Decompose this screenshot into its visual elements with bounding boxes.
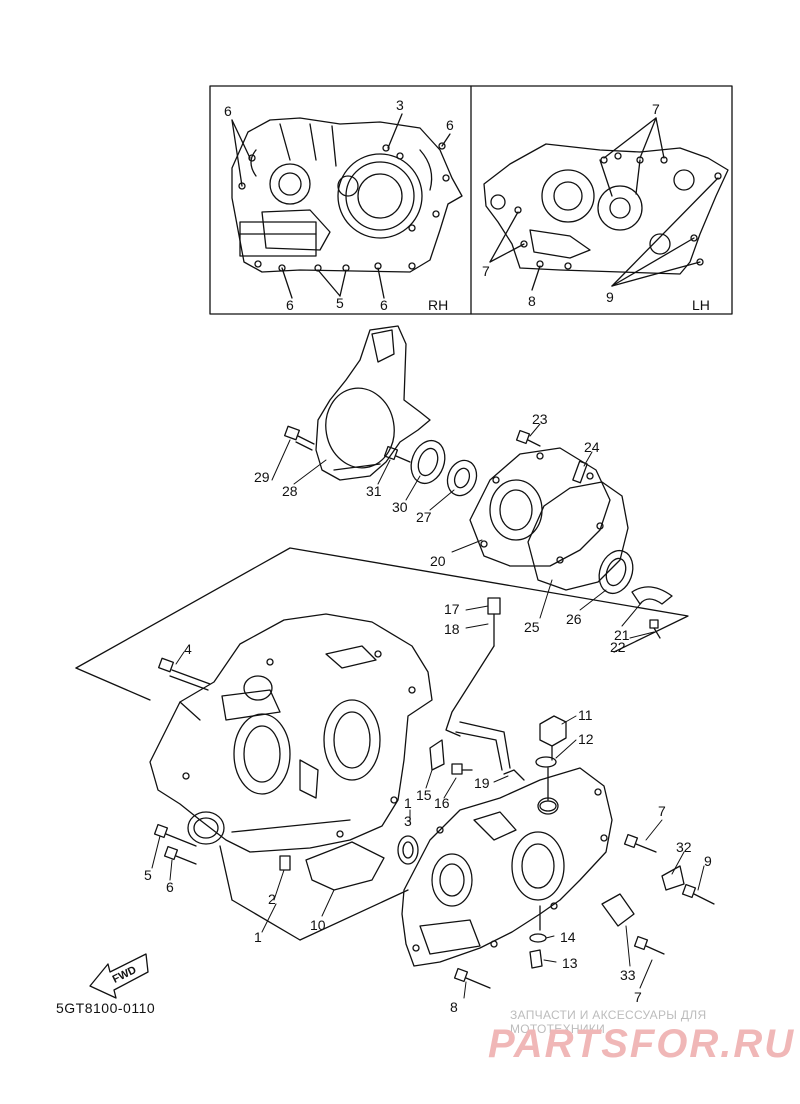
part-label-31: 31 [366, 483, 382, 499]
crankcase-cover [315, 325, 431, 481]
part-label-15: 15 [416, 787, 432, 803]
inset-label-6b: 6 [446, 117, 454, 133]
part-label-2: 2 [268, 891, 276, 907]
inset-lh-crankcase [483, 117, 729, 291]
dowel-24 [572, 460, 588, 484]
gasket-14 [529, 933, 547, 943]
part-label-10: 10 [310, 917, 326, 933]
bracket-33 [601, 893, 635, 927]
part-label-28: 28 [282, 483, 298, 499]
inset-label-7a: 7 [652, 101, 660, 117]
bearing-3 [397, 835, 419, 865]
part-label-27: 27 [416, 509, 432, 525]
part-label-23: 23 [532, 411, 548, 427]
gasket-25 [527, 481, 629, 591]
bolt-9 [681, 883, 715, 905]
part-label-17: 17 [444, 601, 460, 617]
part-label-12: 12 [578, 731, 594, 747]
o-ring-12 [535, 756, 557, 768]
part-label-30: 30 [392, 499, 408, 515]
dowel-2 [279, 855, 291, 871]
crankcase-rh [149, 613, 433, 853]
part-label-6: 6 [166, 879, 174, 895]
inset-rh-crankcase [231, 113, 463, 299]
bolt-29 [284, 425, 315, 451]
guide-10 [305, 841, 385, 891]
part-label-16: 16 [434, 795, 450, 811]
crankcase-lh [401, 767, 613, 967]
part-label-8: 8 [450, 999, 458, 1015]
clip-15 [429, 739, 445, 771]
part-label-7-upper: 7 [658, 803, 666, 819]
watermark-logo: PARTSFOR.RU [488, 1022, 796, 1066]
bolt-7-lower [633, 935, 665, 955]
inset-label-3: 3 [396, 97, 404, 113]
inset-label-5: 5 [336, 295, 344, 311]
group-marker-1: 1 [404, 795, 412, 811]
bolt-16 [451, 763, 473, 775]
part-label-11: 11 [578, 707, 593, 723]
inset-label-6c: 6 [286, 297, 294, 313]
part-label-33: 33 [620, 967, 636, 983]
part-label-21: 21 [614, 627, 630, 643]
part-label-25: 25 [524, 619, 540, 635]
part-label-19: 19 [474, 775, 490, 791]
part-label-22: 22 [610, 639, 626, 655]
bearing-27 [446, 459, 478, 497]
part-label-1: 1 [254, 929, 262, 945]
oil-filler-cap-11 [539, 715, 567, 761]
drain-plug-13 [529, 949, 543, 969]
bolt-4 [158, 657, 211, 691]
part-label-18: 18 [444, 621, 460, 637]
plate-32 [661, 865, 685, 891]
part-label-26: 26 [566, 611, 582, 627]
inset-frame [209, 85, 733, 315]
oil-seal-30 [410, 439, 446, 485]
inset-label-8: 8 [528, 293, 536, 309]
catalog-code: 5GT8100-0110 [56, 1000, 156, 1016]
part-label-20: 20 [430, 553, 446, 569]
breather-pipe [445, 597, 525, 781]
inset-label-9: 9 [606, 289, 614, 305]
forward-arrow-icon [89, 953, 149, 999]
bolt-5 [153, 823, 197, 847]
part-label-9: 9 [704, 853, 712, 869]
inset-label-7b: 7 [482, 263, 490, 279]
part-label-3: 3 [404, 813, 412, 829]
part-label-14: 14 [560, 929, 576, 945]
bolt-31 [383, 445, 411, 463]
inset-side-rh: RH [428, 297, 448, 313]
assembly-outline [75, 547, 689, 941]
bolt-6 [163, 845, 197, 865]
leader-lines [151, 423, 705, 999]
bolt-23 [515, 429, 541, 447]
crankcase-cover-20 [469, 447, 611, 567]
forward-arrow-label: FWD [111, 964, 139, 986]
inset-side-lh: LH [692, 297, 710, 313]
part-label-4: 4 [184, 641, 192, 657]
inset-label-6d: 6 [380, 297, 388, 313]
plate-21 [631, 586, 673, 605]
part-label-29: 29 [254, 469, 270, 485]
oil-seal-26 [598, 549, 634, 595]
part-label-7-lower: 7 [634, 989, 642, 1005]
bolt-8 [453, 967, 491, 989]
part-label-5: 5 [144, 867, 152, 883]
screw-22 [649, 619, 661, 639]
part-label-32: 32 [676, 839, 692, 855]
part-label-13: 13 [562, 955, 578, 971]
bolt-7-upper [623, 833, 657, 853]
watermark-text: ЗАПЧАСТИ И АКСЕССУАРЫ ДЛЯ МОТОТЕХНИКИ [510, 1008, 707, 1036]
part-label-24: 24 [584, 439, 600, 455]
inset-label-6a: 6 [224, 103, 232, 119]
